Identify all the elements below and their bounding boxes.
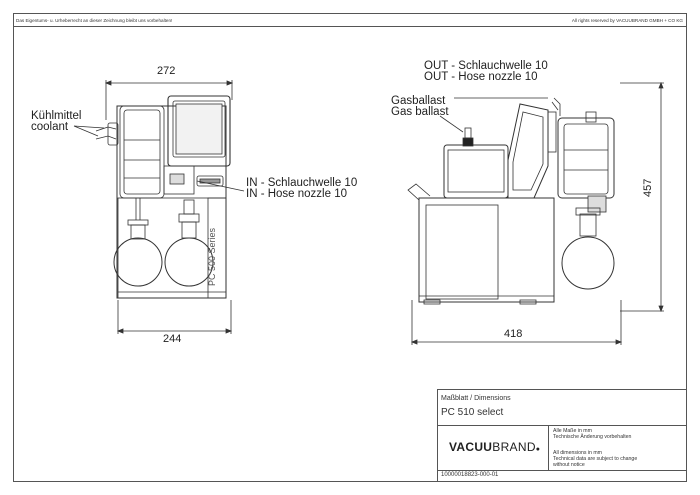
product-name: PC 510 select: [441, 407, 504, 418]
label-out-de: OUT - Schlauchwelle 10: [424, 60, 548, 72]
drawing-frame: [13, 13, 687, 482]
label-coolant-de: Kühlmittel: [31, 110, 82, 122]
dim-side-width: 418: [504, 328, 523, 340]
label-in-en: IN - Hose nozzle 10: [246, 188, 347, 200]
front-view: [95, 80, 234, 334]
dim-front-bottom-width: 244: [163, 333, 182, 345]
label-coolant-en: coolant: [31, 121, 69, 133]
dim-front-top-width: 272: [157, 65, 176, 77]
label-gasballast-de: Gasballast: [391, 95, 446, 107]
series-print: PC 500 Series: [207, 227, 217, 286]
title-block: [437, 389, 687, 482]
note-de-1: Alle Maße in mm: [553, 428, 592, 434]
label-in-de: IN - Schlauchwelle 10: [246, 177, 358, 189]
copyright-notice-de: Das Eigentums- u. Urheberrecht an dieser…: [16, 18, 173, 23]
header-divider: [13, 26, 687, 27]
label-out-en: OUT - Hose nozzle 10: [424, 71, 538, 83]
vacuubrand-logo: VACUUBRAND●: [449, 440, 541, 454]
label-gasballast-en: Gas ballast: [391, 106, 449, 118]
side-view: [407, 81, 664, 345]
sheet-label: Maßblatt / Dimensions: [441, 395, 511, 402]
note-en-3: without notice: [553, 462, 585, 468]
note-en-1: All dimensions in mm: [553, 450, 603, 456]
dim-side-height: 457: [642, 178, 654, 197]
doc-number: 10000018823-000-01: [441, 472, 499, 478]
note-de-2: Technische Änderung vorbehalten: [553, 434, 632, 440]
copyright-notice-en: All rights reserved by VACUUBRAND GMBH +…: [571, 18, 683, 23]
note-en-2: Technical data are subject to change: [553, 456, 638, 462]
